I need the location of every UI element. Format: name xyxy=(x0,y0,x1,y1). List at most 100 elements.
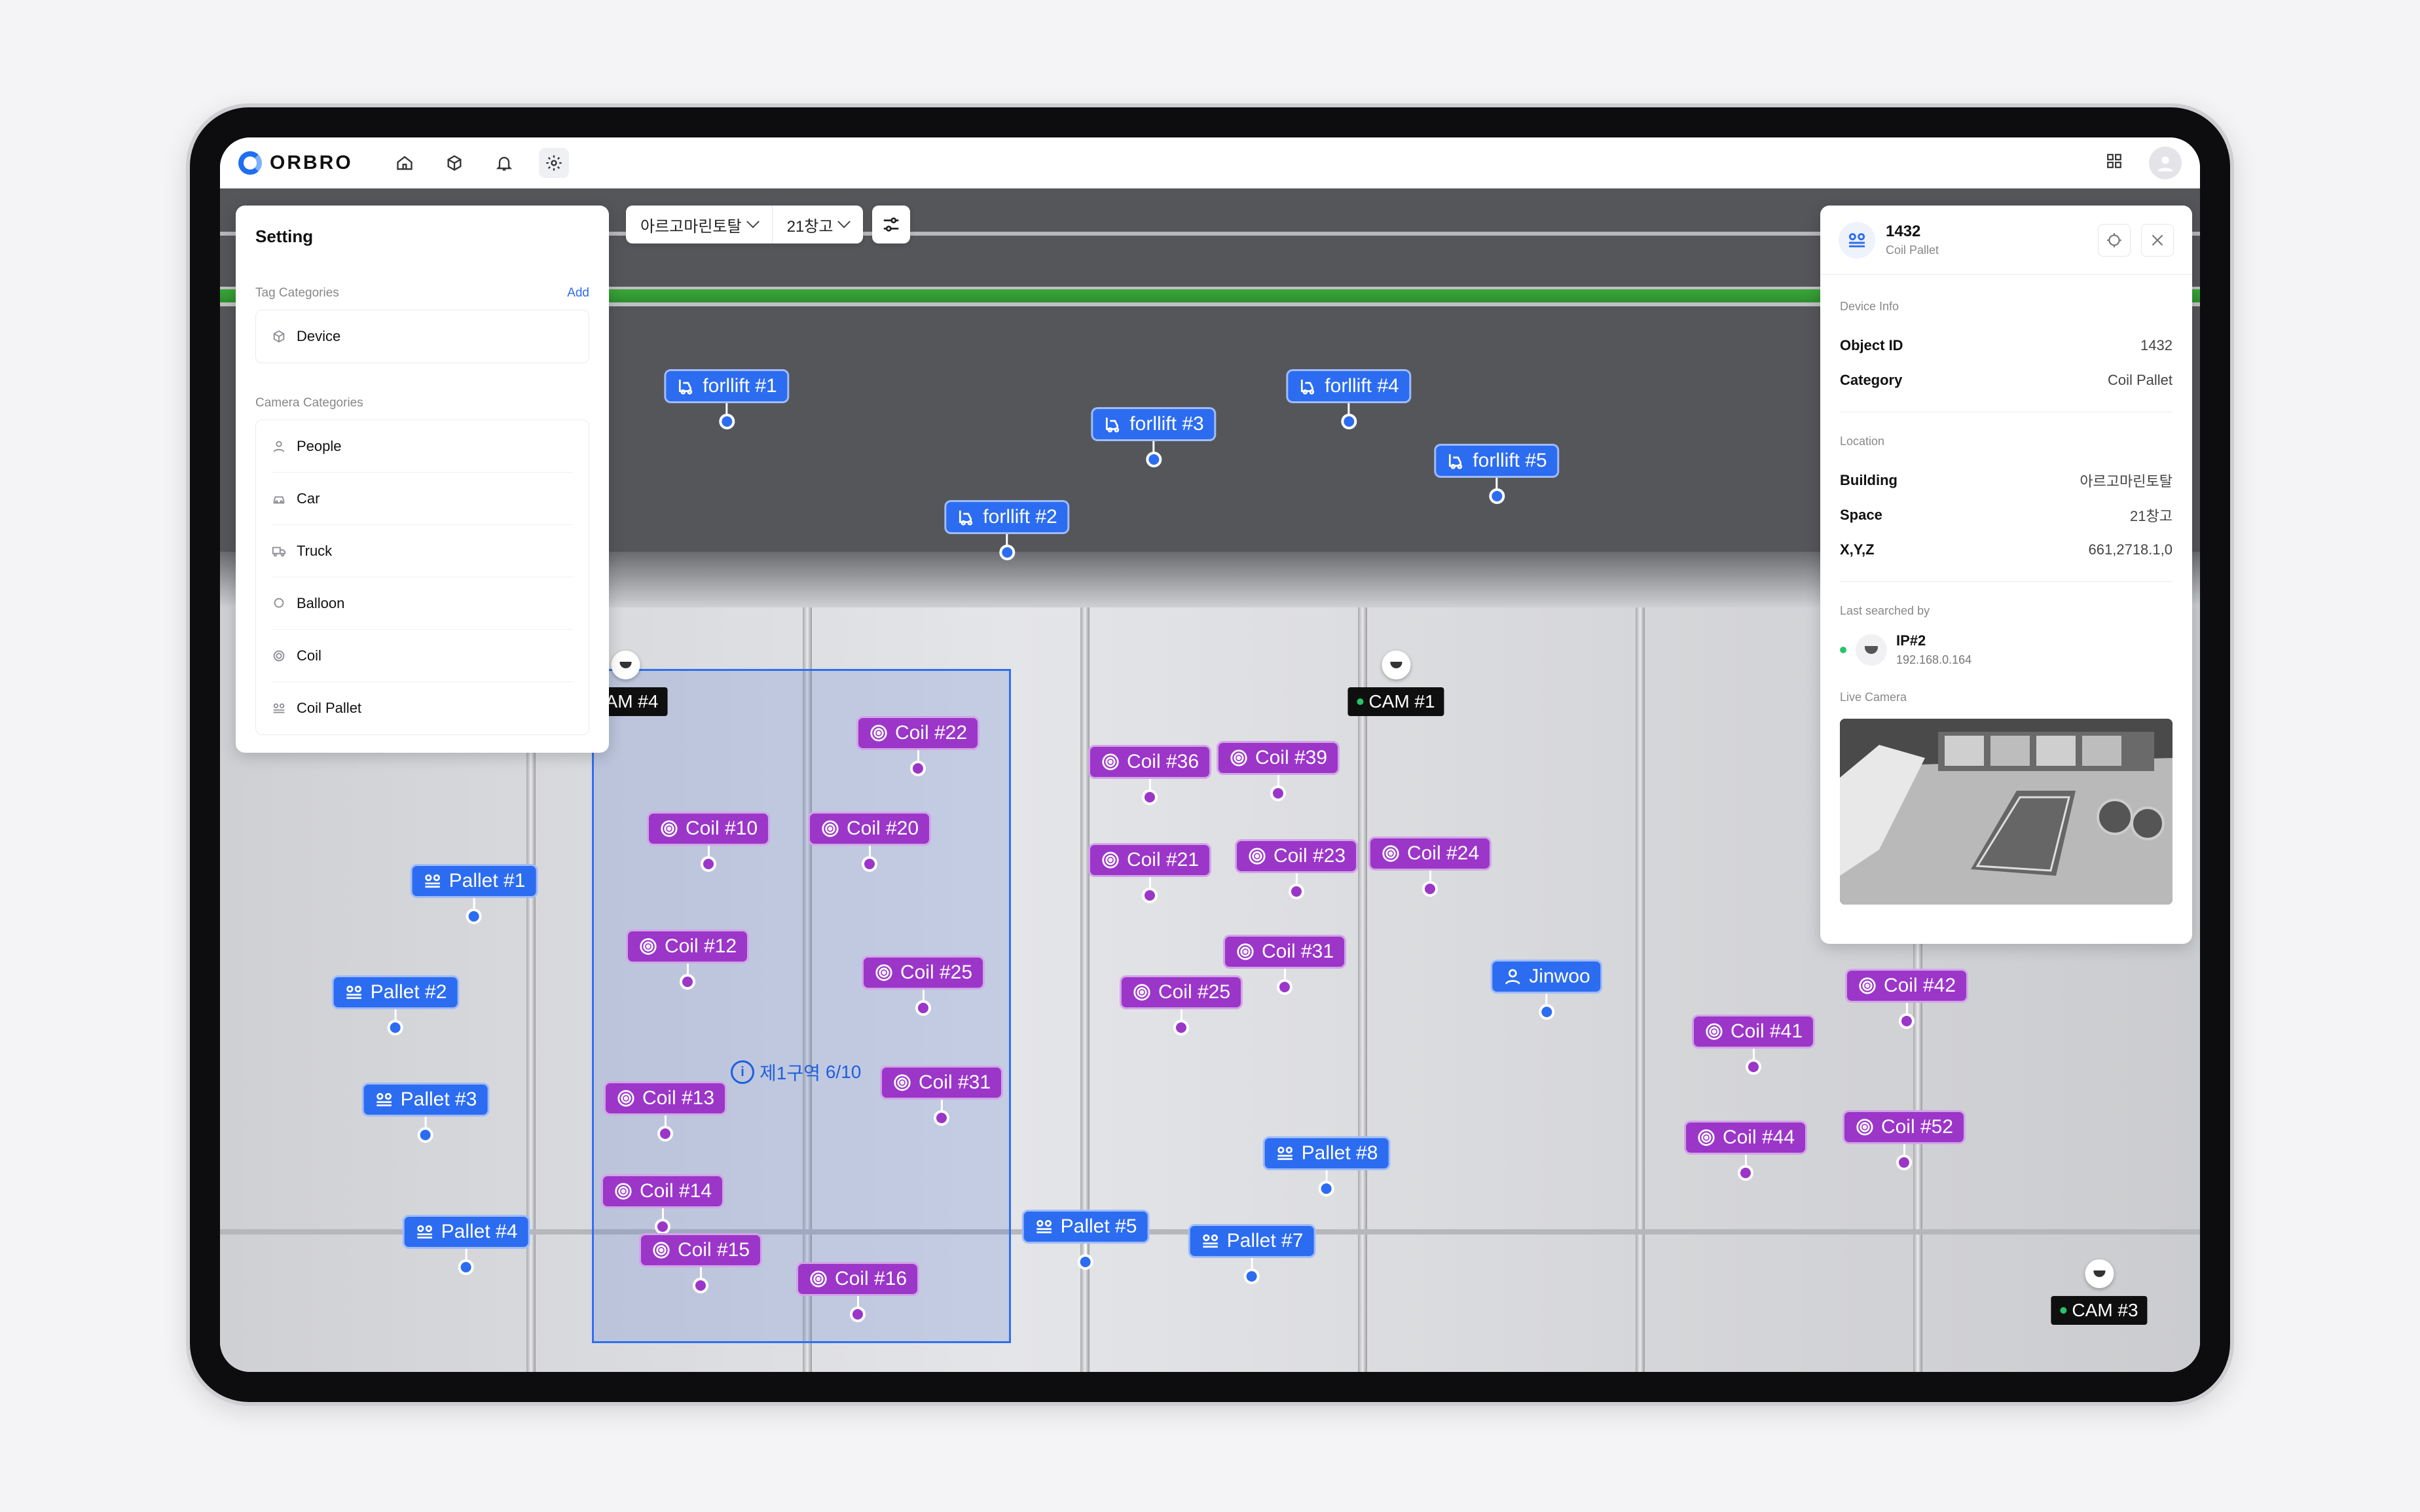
category-item-balloon[interactable]: Balloon xyxy=(272,577,573,630)
camera-marker[interactable]: CAM #3 xyxy=(2051,1259,2148,1325)
coil-marker[interactable]: Coil #39 xyxy=(1216,741,1340,801)
coil-label: Coil #25 xyxy=(900,962,973,983)
forklift-label: forllift #2 xyxy=(983,506,1057,528)
field-label: Space xyxy=(1840,506,1882,523)
coil-label: Coil #10 xyxy=(685,818,758,839)
logo[interactable]: ORBRO xyxy=(238,151,353,175)
pallet-marker[interactable]: Pallet #3 xyxy=(361,1083,490,1143)
warehouse-map[interactable]: i 제1구역 6/10 forllift #1 forllift #2 forl… xyxy=(220,189,2200,1372)
coil-marker[interactable]: Coil #23 xyxy=(1234,839,1359,899)
orbro-logo-icon xyxy=(238,151,262,175)
pallet-icon xyxy=(273,703,285,713)
coil-label: Coil #14 xyxy=(639,1180,712,1202)
coil-label: Coil #42 xyxy=(1883,975,1956,996)
coil-marker[interactable]: Coil #42 xyxy=(1844,969,1969,1029)
coil-label: Coil #44 xyxy=(1722,1126,1795,1148)
category-item-people[interactable]: People xyxy=(272,420,573,473)
coil-marker[interactable]: Coil #22 xyxy=(856,716,980,776)
coil-marker[interactable]: Coil #21 xyxy=(1088,843,1212,903)
camera-categories-header: Camera Categories xyxy=(255,396,589,410)
field-label: Object ID xyxy=(1840,336,1903,353)
home-icon[interactable] xyxy=(390,148,420,178)
coil-label: Coil #31 xyxy=(918,1071,991,1093)
last-searched-item[interactable]: IP#2 192.168.0.164 xyxy=(1840,632,2172,667)
sliders-icon xyxy=(884,217,899,232)
space-select[interactable]: 21창고 xyxy=(771,206,864,243)
coil-marker[interactable]: Coil #13 xyxy=(603,1081,727,1142)
field-label: Category xyxy=(1840,371,1903,388)
coil-marker[interactable]: Coil #44 xyxy=(1683,1121,1808,1181)
category-item-coil[interactable]: Coil xyxy=(272,630,573,682)
cube-icon xyxy=(273,330,285,343)
coil-icon xyxy=(640,938,657,955)
coil-label: Coil #15 xyxy=(677,1239,750,1261)
category-item-device[interactable]: Device xyxy=(272,310,573,363)
pallet-marker[interactable]: Pallet #8 xyxy=(1262,1136,1391,1197)
coil-marker[interactable]: Coil #24 xyxy=(1368,837,1492,897)
forklift-marker[interactable]: forllift #5 xyxy=(1434,444,1560,504)
coil-marker[interactable]: Coil #15 xyxy=(638,1233,763,1293)
pallet-label: Pallet #3 xyxy=(400,1089,477,1110)
zone-label[interactable]: i 제1구역 6/10 xyxy=(731,1059,861,1085)
pallet-marker[interactable]: Pallet #1 xyxy=(410,864,538,924)
coil-marker[interactable]: Coil #52 xyxy=(1842,1110,1966,1170)
coil-marker[interactable]: Coil #31 xyxy=(879,1066,1004,1126)
forklift-marker[interactable]: forllift #4 xyxy=(1286,369,1412,429)
forklift-marker[interactable]: forllift #2 xyxy=(944,500,1070,560)
category-item-coil-pallet[interactable]: Coil Pallet xyxy=(272,682,573,734)
cube-icon[interactable] xyxy=(439,148,469,178)
coil-marker[interactable]: Coil #12 xyxy=(625,929,750,990)
coil-marker[interactable]: Coil #31 xyxy=(1222,935,1347,995)
person-icon xyxy=(1505,969,1520,984)
close-button[interactable] xyxy=(2141,223,2174,257)
panel-title: Setting xyxy=(255,226,314,246)
coil-marker[interactable]: Coil #10 xyxy=(646,812,771,872)
pallet-marker[interactable]: Pallet #7 xyxy=(1188,1224,1316,1284)
coil-label: Coil #52 xyxy=(1880,1116,1954,1138)
coil-marker[interactable]: Coil #25 xyxy=(1119,975,1243,1035)
coil-label: Coil #22 xyxy=(894,722,968,744)
avatar[interactable] xyxy=(2149,146,2182,179)
coil-marker[interactable]: Coil #25 xyxy=(861,956,985,1016)
main-nav xyxy=(390,147,569,178)
coil-icon xyxy=(1237,943,1254,960)
camera-marker[interactable]: CAM #1 xyxy=(1348,651,1444,716)
gear-icon[interactable] xyxy=(538,147,569,178)
category-item-truck[interactable]: Truck xyxy=(272,525,573,577)
bell-icon[interactable] xyxy=(489,148,519,178)
pallet-marker[interactable]: Pallet #4 xyxy=(402,1215,530,1275)
filter-button[interactable] xyxy=(872,206,911,243)
coil-marker[interactable]: Coil #41 xyxy=(1691,1015,1816,1075)
coil-icon xyxy=(1706,1023,1723,1040)
coil-marker[interactable]: Coil #14 xyxy=(600,1174,725,1234)
forklift-marker[interactable]: forllift #3 xyxy=(1091,407,1217,467)
coil-marker[interactable]: Coil #36 xyxy=(1088,745,1212,805)
forklift-marker[interactable]: forllift #1 xyxy=(664,369,790,429)
zone-count: 6/10 xyxy=(825,1062,862,1082)
pallet-marker[interactable]: Pallet #5 xyxy=(1021,1210,1150,1270)
person-label: Jinwoo xyxy=(1529,965,1590,987)
pallet-marker[interactable]: Pallet #2 xyxy=(331,975,460,1035)
coil-icon xyxy=(810,1270,827,1287)
live-camera-view[interactable] xyxy=(1840,719,2172,905)
add-button[interactable]: Add xyxy=(567,286,589,300)
pallet-label: Pallet #8 xyxy=(1301,1142,1378,1164)
field-label: X,Y,Z xyxy=(1840,541,1875,558)
coil-marker[interactable]: Coil #16 xyxy=(796,1262,920,1322)
person-marker[interactable]: Jinwoo xyxy=(1490,960,1603,1020)
category-value: Coil Pallet xyxy=(2107,371,2172,388)
floor-divider xyxy=(803,607,812,1372)
forklift-icon xyxy=(1448,454,1463,469)
coil-marker[interactable]: Coil #20 xyxy=(807,812,932,872)
apps-grid-icon[interactable] xyxy=(2106,153,2123,173)
category-item-car[interactable]: Car xyxy=(272,473,573,525)
building-select[interactable]: 아르고마린토탈 xyxy=(626,206,772,243)
pallet-icon xyxy=(1036,1219,1052,1234)
coil-icon xyxy=(661,820,678,837)
divider xyxy=(1840,581,2172,582)
locate-button[interactable] xyxy=(2098,223,2131,257)
chevron-down-icon xyxy=(746,215,760,228)
location-filters: 아르고마린토탈 21창고 xyxy=(626,206,911,243)
camera-label: CAM #1 xyxy=(1348,687,1444,716)
